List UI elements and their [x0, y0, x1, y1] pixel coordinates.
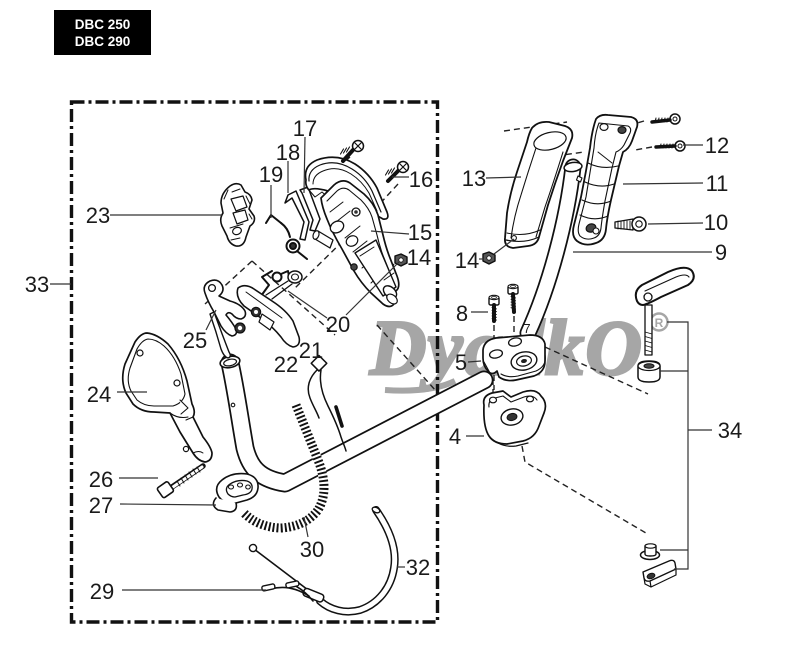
svg-text:34: 34: [718, 418, 742, 443]
svg-text:33: 33: [25, 272, 49, 297]
svg-text:16: 16: [409, 167, 433, 192]
svg-text:25: 25: [183, 328, 207, 353]
svg-text:13: 13: [462, 166, 486, 191]
svg-text:22: 22: [274, 352, 298, 377]
svg-text:8: 8: [456, 301, 468, 326]
svg-text:23: 23: [86, 203, 110, 228]
svg-text:5: 5: [455, 350, 467, 375]
svg-text:30: 30: [300, 537, 324, 562]
svg-text:20: 20: [326, 312, 350, 337]
svg-text:15: 15: [408, 220, 432, 245]
svg-text:17: 17: [293, 116, 317, 141]
svg-text:32: 32: [406, 555, 430, 580]
svg-text:18: 18: [276, 140, 300, 165]
svg-text:9: 9: [715, 240, 727, 265]
svg-text:26: 26: [89, 467, 113, 492]
svg-text:7: 7: [523, 321, 530, 336]
svg-text:29: 29: [90, 579, 114, 604]
svg-text:24: 24: [87, 382, 111, 407]
svg-text:12: 12: [705, 133, 729, 158]
svg-text:21: 21: [299, 338, 323, 363]
svg-text:11: 11: [706, 171, 729, 196]
svg-text:4: 4: [449, 424, 461, 449]
svg-text:27: 27: [89, 493, 113, 518]
svg-text:R: R: [655, 316, 664, 330]
svg-text:19: 19: [259, 162, 283, 187]
svg-text:14: 14: [407, 245, 431, 270]
svg-text:10: 10: [704, 210, 728, 235]
svg-text:14: 14: [455, 248, 479, 273]
